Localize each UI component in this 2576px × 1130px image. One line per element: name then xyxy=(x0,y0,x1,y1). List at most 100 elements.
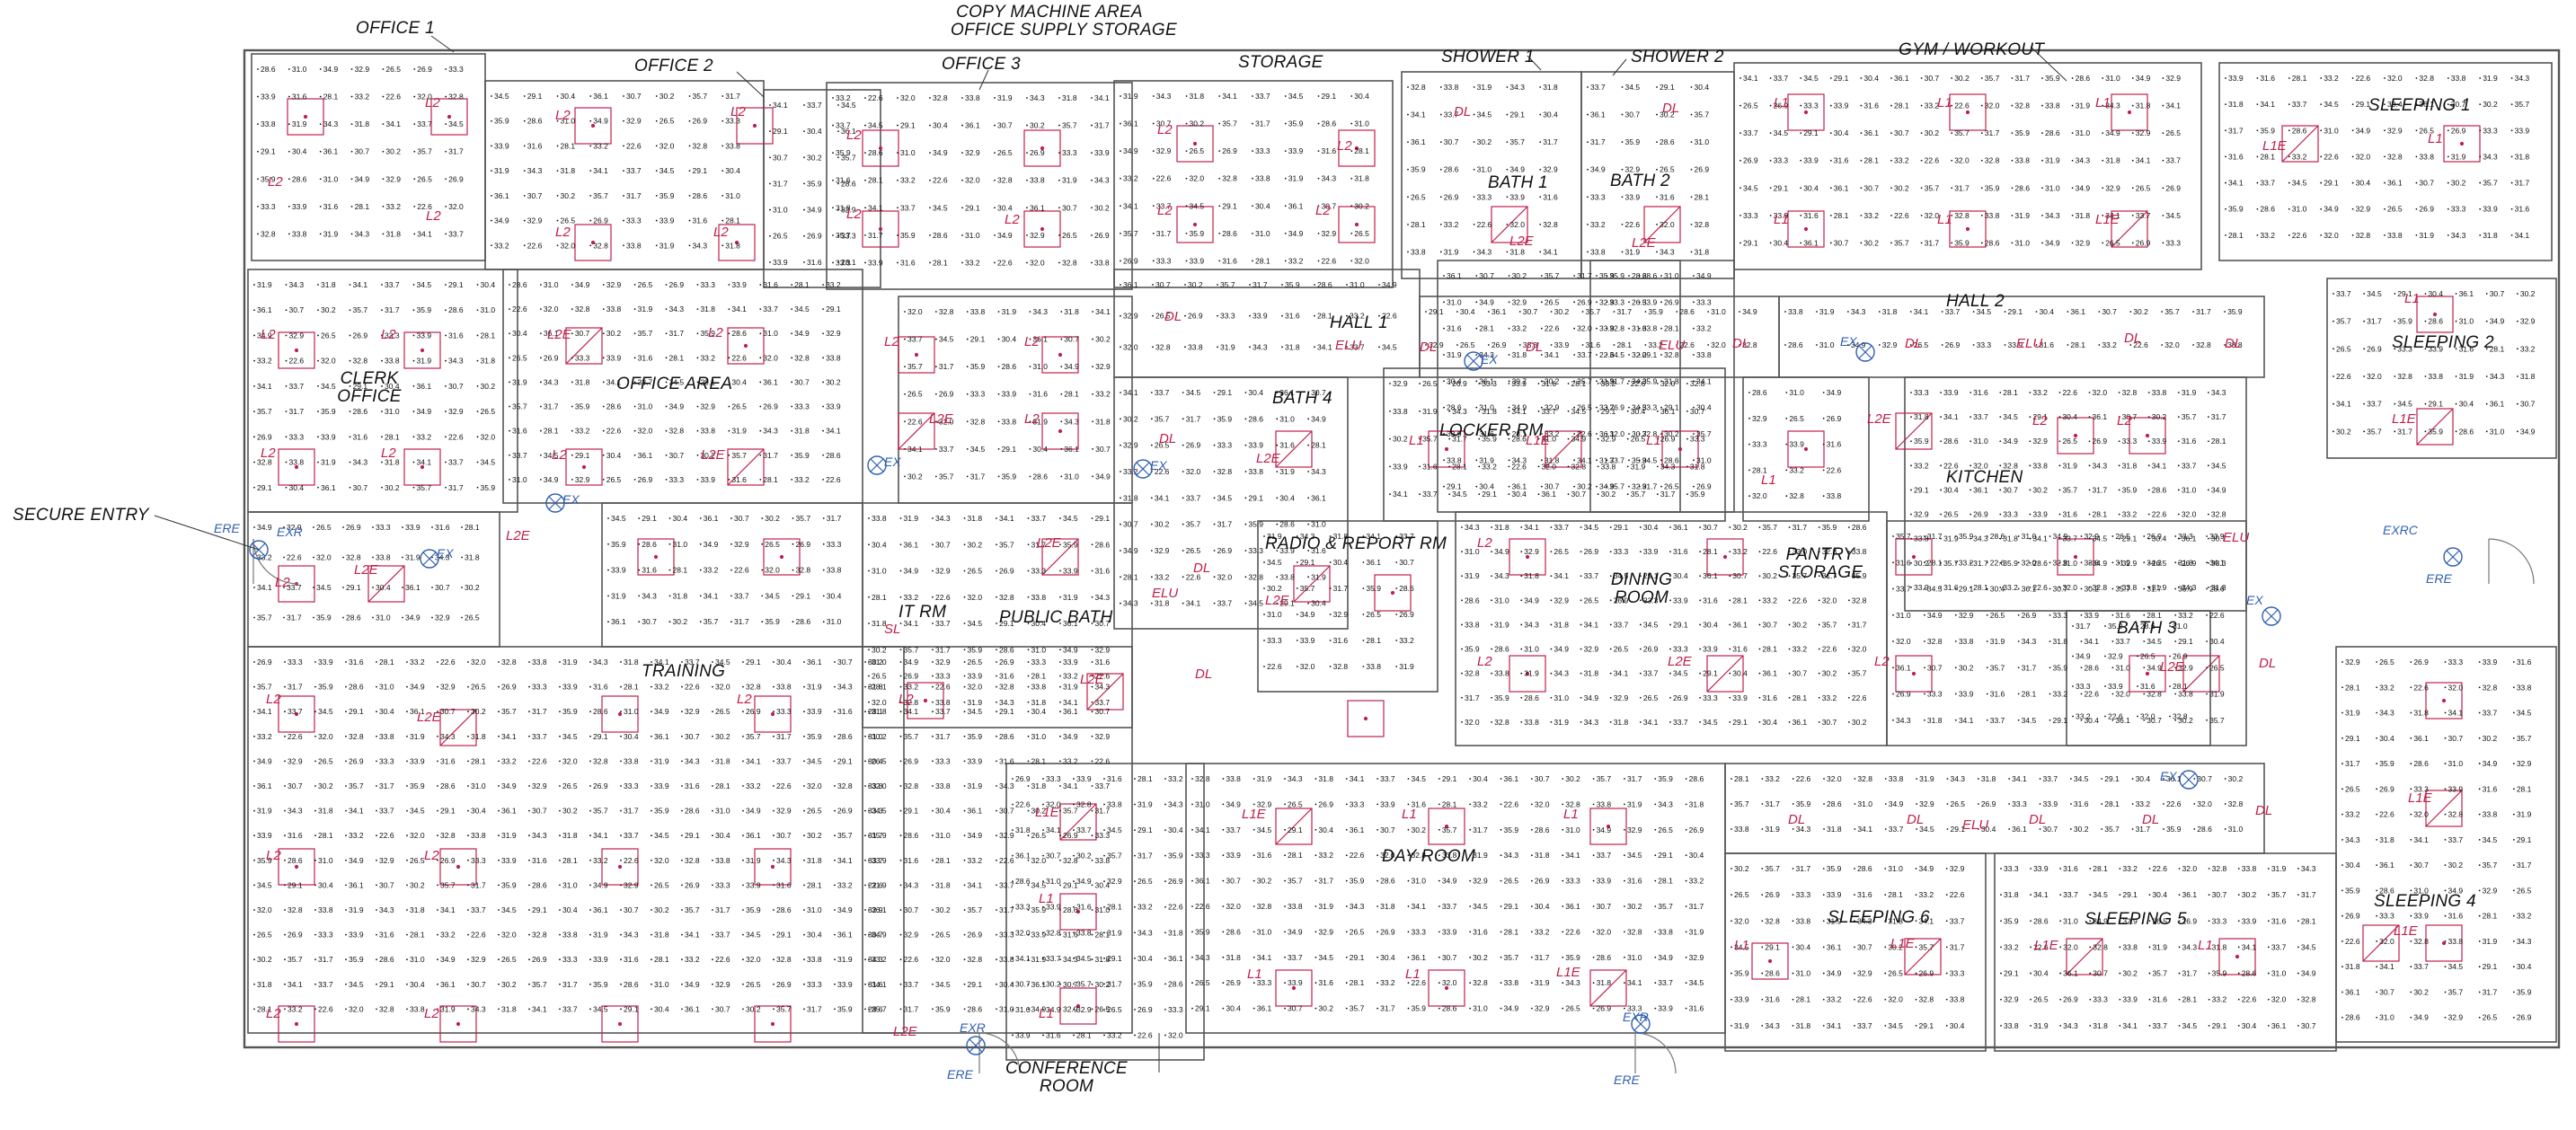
reading-point xyxy=(1469,778,1472,780)
reading-point xyxy=(376,983,377,985)
light-fixture xyxy=(2129,417,2166,455)
reading-value: 31.0 xyxy=(807,905,822,914)
reading-value: 31.9 xyxy=(562,658,578,667)
reading-value: 35.9 xyxy=(807,179,822,188)
reading-point xyxy=(1473,251,1475,253)
reading-point xyxy=(1609,526,1612,528)
reading-point xyxy=(314,685,316,688)
reading-point xyxy=(963,517,966,519)
reading-value: 33.7 xyxy=(448,458,464,467)
reading-point xyxy=(620,711,622,713)
reading-value: 31.7 xyxy=(1138,852,1153,861)
reading-point xyxy=(822,454,824,456)
reading-point xyxy=(822,381,824,384)
reading-value: 33.2 xyxy=(965,258,980,267)
reading-point xyxy=(1345,905,1348,907)
reading-value: 36.1 xyxy=(2413,734,2429,743)
light-fixture xyxy=(637,538,675,576)
reading-point xyxy=(1686,437,1688,440)
reading-value: 36.1 xyxy=(1803,238,1819,247)
reading-point xyxy=(2017,640,2020,642)
reading-point xyxy=(1284,177,1287,180)
reading-point xyxy=(2102,214,2104,216)
reading-point xyxy=(803,711,805,713)
reading-point xyxy=(253,834,255,837)
reading-point xyxy=(1263,614,1265,615)
reading-value: 28.6 xyxy=(868,148,883,157)
reading-point xyxy=(681,958,683,961)
reading-point xyxy=(665,478,668,481)
reading-point xyxy=(1506,251,1509,253)
reading-point xyxy=(2178,920,2181,923)
fixture-center-dot xyxy=(1354,222,1359,227)
reading-point xyxy=(2447,77,2449,79)
reading-point xyxy=(1222,828,1225,831)
reading-point xyxy=(1847,526,1850,528)
reading-value: 29.1 xyxy=(1095,514,1111,523)
reading-point xyxy=(2148,946,2151,949)
reading-point xyxy=(1029,420,1031,423)
reading-value: 31.8 xyxy=(2076,211,2091,220)
reading-point xyxy=(1027,711,1030,713)
reading-point xyxy=(467,884,469,887)
reading-point xyxy=(602,308,605,311)
reading-value: 33.9 xyxy=(868,258,883,267)
reading-value: 30.2 xyxy=(746,1004,761,1013)
reading-value: 34.1 xyxy=(1195,825,1210,834)
reading-value: 30.4 xyxy=(1695,83,1710,92)
reading-value: 26.5 xyxy=(1350,927,1365,936)
reading-value: 34.5 xyxy=(448,119,464,128)
reading-point xyxy=(2174,667,2177,669)
reading-value: 30.7 xyxy=(1479,271,1494,280)
reading-value: 34.5 xyxy=(1703,718,1718,727)
reading-value: 26.5 xyxy=(410,856,425,865)
reading-value: 31.8 xyxy=(2136,102,2151,110)
reading-point xyxy=(1818,672,1820,675)
reading-point xyxy=(994,124,996,127)
reading-value: 31.6 xyxy=(642,566,657,575)
reading-value: 32.9 xyxy=(1107,877,1122,886)
reading-point xyxy=(1103,1034,1105,1037)
reading-value: 33.8 xyxy=(626,241,642,250)
reading-value: 28.6 xyxy=(2152,485,2167,494)
light-fixture xyxy=(754,695,792,733)
reading-value: 35.7 xyxy=(2483,861,2498,870)
reading-point xyxy=(1284,931,1286,933)
reading-value: 35.7 xyxy=(1545,271,1560,280)
reading-value: 31.0 xyxy=(1477,165,1492,174)
reading-value: 34.9 xyxy=(1827,388,1842,397)
reading-value: 36.1 xyxy=(1762,669,1777,678)
reading-point xyxy=(1103,957,1105,959)
reading-point xyxy=(688,219,691,222)
reading-value: 26.5 xyxy=(2517,886,2532,895)
reading-value: 32.0 xyxy=(1793,547,1808,556)
reading-value: 32.8 xyxy=(1411,83,1426,92)
light-fixture xyxy=(718,224,756,261)
reading-value: 30.7 xyxy=(1015,979,1031,988)
reading-point xyxy=(2415,129,2418,132)
reading-point xyxy=(2351,155,2354,158)
reading-value: 32.0 xyxy=(1354,256,1369,265)
reading-value: 22.6 xyxy=(471,931,486,940)
reading-value: 28.1 xyxy=(1695,192,1710,201)
reading-value: 28.6 xyxy=(1279,520,1295,529)
reading-point xyxy=(897,179,899,181)
reading-point xyxy=(1910,537,1912,540)
reading-point xyxy=(509,284,510,286)
reading-point xyxy=(2341,737,2343,739)
reading-point xyxy=(728,429,730,432)
reading-point xyxy=(1027,859,1030,861)
reading-value: 35.9 xyxy=(1494,693,1509,702)
reading-value: 33.2 xyxy=(1473,799,1488,808)
reading-value: 34.3 xyxy=(527,166,543,175)
reading-point xyxy=(2161,344,2164,346)
reading-point xyxy=(994,97,996,99)
reading-point xyxy=(2512,966,2515,968)
reading-value: 34.3 xyxy=(1156,92,1172,101)
reading-point xyxy=(345,909,347,911)
reading-point xyxy=(994,234,996,236)
fixture-center-dot xyxy=(878,226,883,232)
reading-point xyxy=(1150,523,1153,525)
reading-point xyxy=(1686,383,1688,384)
reading-point xyxy=(1999,489,2002,491)
